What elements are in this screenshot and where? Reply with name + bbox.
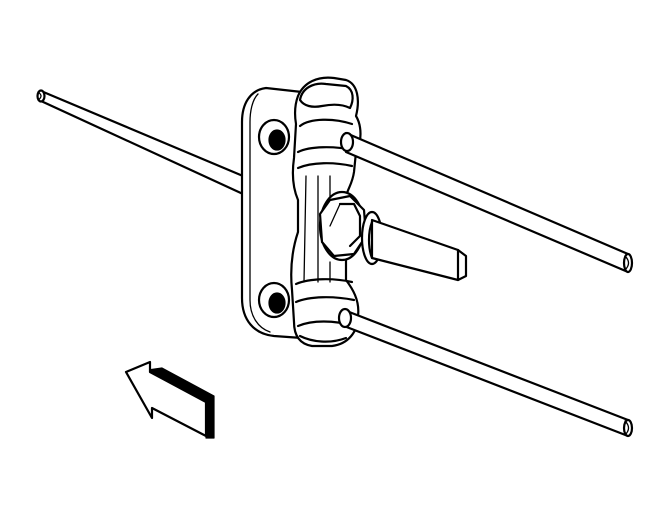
center-bolt (318, 190, 468, 282)
direction-arrow-icon (124, 360, 215, 439)
lower-rod-right-segment (337, 307, 634, 438)
clamp-bracket-back-plate (240, 86, 304, 340)
upper-rod-right-segment (339, 131, 634, 274)
upper-rod-left-segment (36, 89, 245, 196)
